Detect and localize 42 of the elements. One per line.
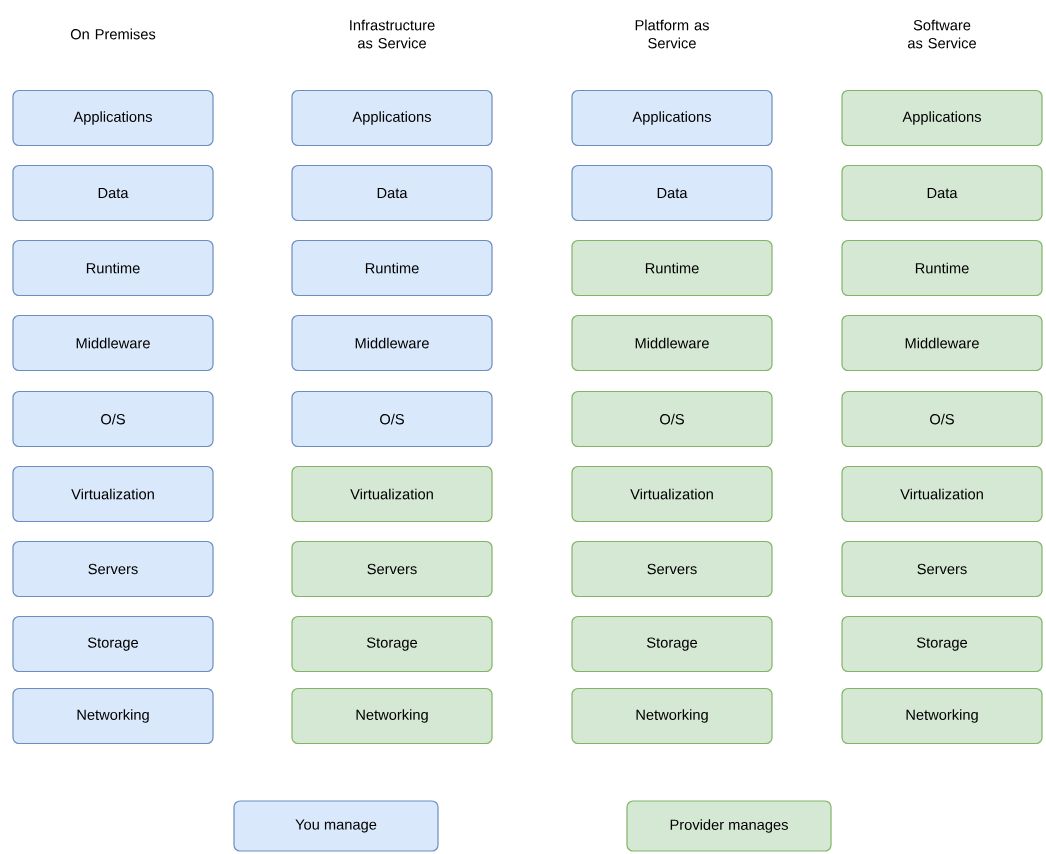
layer-box: Storage bbox=[12, 615, 214, 673]
layer-box: Middleware bbox=[571, 314, 773, 372]
layer-box: Applications bbox=[571, 89, 773, 147]
layer-box: Applications bbox=[841, 89, 1043, 147]
layer-box: Networking bbox=[291, 687, 493, 745]
layer-box: O/S bbox=[571, 390, 773, 448]
layer-box: Networking bbox=[841, 687, 1043, 745]
layer-box: Applications bbox=[291, 89, 493, 147]
layer-box: Servers bbox=[841, 540, 1043, 598]
layer-box: Virtualization bbox=[12, 465, 214, 523]
layer-box: Storage bbox=[841, 615, 1043, 673]
layer-box: O/S bbox=[841, 390, 1043, 448]
layer-box: Runtime bbox=[571, 239, 773, 297]
layer-box: Runtime bbox=[12, 239, 214, 297]
layer-box: Storage bbox=[291, 615, 493, 673]
layer-box: Servers bbox=[12, 540, 214, 598]
column-heading: Platform as Service bbox=[635, 19, 709, 49]
layer-box: Virtualization bbox=[291, 465, 493, 523]
layer-box: Middleware bbox=[841, 314, 1043, 372]
layer-box: Runtime bbox=[841, 239, 1043, 297]
legend-key: Provider manages bbox=[626, 800, 832, 852]
layer-box: Data bbox=[841, 164, 1043, 222]
layer-box: Middleware bbox=[291, 314, 493, 372]
layer-box: Storage bbox=[571, 615, 773, 673]
layer-box: Runtime bbox=[291, 239, 493, 297]
layer-box: Data bbox=[12, 164, 214, 222]
layer-box: O/S bbox=[291, 390, 493, 448]
column-heading: Infrastructure as Service bbox=[350, 19, 435, 49]
layer-box: Data bbox=[571, 164, 773, 222]
layer-box: Networking bbox=[571, 687, 773, 745]
layer-box: Applications bbox=[12, 89, 214, 147]
layer-box: Servers bbox=[571, 540, 773, 598]
legend-key: You manage bbox=[233, 800, 439, 852]
layer-box: Networking bbox=[12, 687, 214, 745]
column-heading: Software as Service bbox=[908, 19, 976, 49]
column-heading: On Premises bbox=[70, 28, 156, 40]
layer-box: O/S bbox=[12, 390, 214, 448]
layer-box: Virtualization bbox=[841, 465, 1043, 523]
layer-box: Servers bbox=[291, 540, 493, 598]
layer-box: Virtualization bbox=[571, 465, 773, 523]
layer-box: Middleware bbox=[12, 314, 214, 372]
layer-box: Data bbox=[291, 164, 493, 222]
